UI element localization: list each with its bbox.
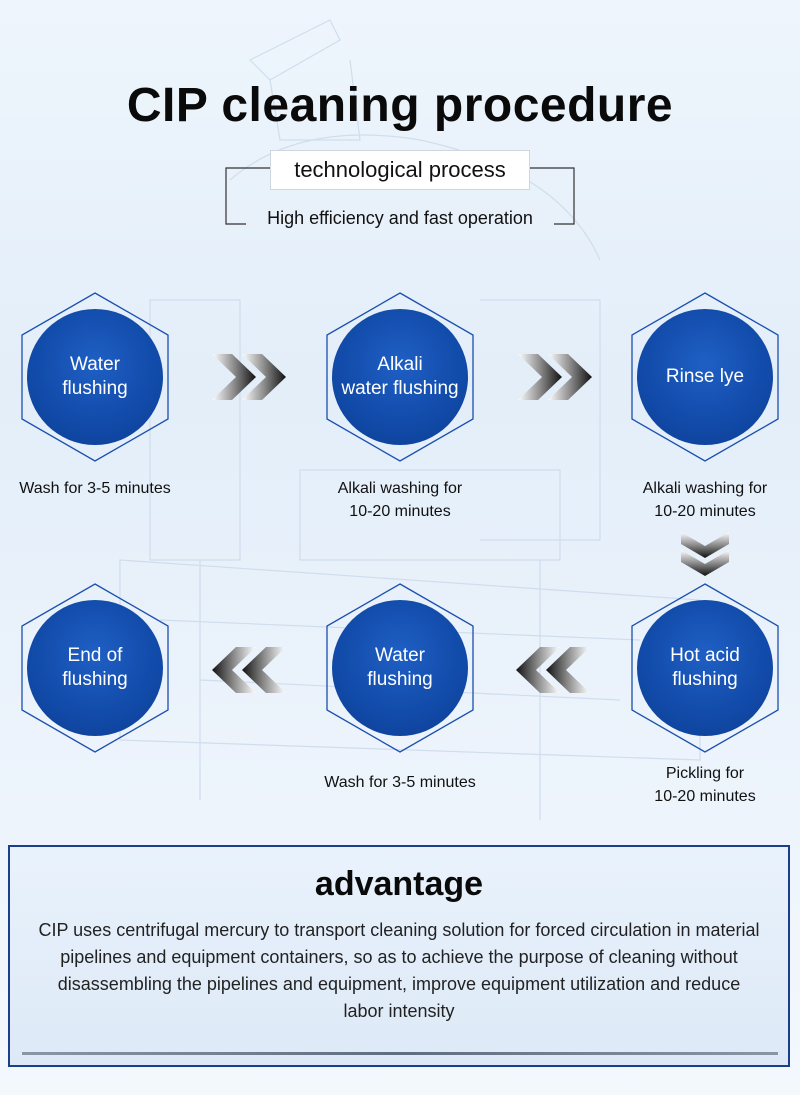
advantage-title: advantage xyxy=(314,865,484,903)
caption-line: 10-20 minutes xyxy=(654,788,756,805)
step-caption: Wash for 3-5 minutes xyxy=(300,771,500,794)
step-circle: End of flushing xyxy=(27,600,163,736)
hexagon-outline xyxy=(21,583,169,753)
subtitle-text: technological process xyxy=(294,157,506,182)
step-caption: Wash for 3-5 minutes xyxy=(0,477,190,500)
step-circle: Hot acid flushing xyxy=(637,600,773,736)
step-label-line: Hot acid xyxy=(670,645,740,666)
double-chevron-left-icon xyxy=(516,647,590,693)
page-title: CIP cleaning procedure xyxy=(126,79,674,132)
advantage-panel: advantage CIP uses centrifugal mercury t… xyxy=(8,845,790,1067)
step-end-of-flushing: End of flushing xyxy=(20,583,170,753)
step-circle: Rinse lye xyxy=(637,309,773,445)
hexagon-outline xyxy=(326,292,474,462)
step-circle: Alkali water flushing xyxy=(332,309,468,445)
subtitle-box: technological process xyxy=(270,150,530,190)
subtitle-bracket xyxy=(225,167,575,225)
step-circle: Water flushing xyxy=(27,309,163,445)
hexagon-outline xyxy=(631,292,779,462)
caption-line: 10-20 minutes xyxy=(349,503,451,520)
step-label-line: flushing xyxy=(672,669,738,690)
step-label-line: water flushing xyxy=(341,378,459,399)
step-circle: Water flushing xyxy=(332,600,468,736)
step-label-line: flushing xyxy=(367,669,433,690)
step-label-line: End of xyxy=(67,645,123,666)
advantage-text: CIP uses centrifugal mercury to transpor… xyxy=(38,920,760,1021)
step-label-line: Water xyxy=(70,354,120,375)
tagline: High efficiency and fast operation xyxy=(267,208,533,228)
hexagon-outline xyxy=(21,292,169,462)
step-caption: Alkali washing for 10-20 minutes xyxy=(612,477,798,523)
step-label-line: Alkali xyxy=(377,354,423,375)
double-chevron-right-icon xyxy=(212,354,286,400)
bottom-divider xyxy=(22,1052,778,1055)
caption-line: Wash for 3-5 minutes xyxy=(19,480,171,497)
caption-line: 10-20 minutes xyxy=(654,503,756,520)
step-rinse-lye: Rinse lye xyxy=(630,292,780,462)
step-water-flushing-2: Water flushing xyxy=(325,583,475,753)
hexagon-outline xyxy=(631,583,779,753)
step-label-line: Rinse lye xyxy=(665,366,745,387)
caption-line: Wash for 3-5 minutes xyxy=(324,774,476,791)
caption-line: Alkali washing for xyxy=(642,480,768,497)
step-water-flushing: Water flushing xyxy=(20,292,170,462)
double-chevron-right-icon xyxy=(518,354,592,400)
step-alkali-water-flushing: Alkali water flushing xyxy=(325,292,475,462)
step-label-line: flushing xyxy=(62,669,128,690)
step-hot-acid-flushing: Hot acid flushing xyxy=(630,583,780,753)
step-label-line: flushing xyxy=(62,378,128,399)
step-caption: Alkali washing for 10-20 minutes xyxy=(300,477,500,523)
caption-line: Alkali washing for xyxy=(337,480,463,497)
double-chevron-left-icon xyxy=(212,647,286,693)
step-label-line: Water xyxy=(375,645,425,666)
caption-line: Pickling for xyxy=(665,765,745,782)
hexagon-outline xyxy=(326,583,474,753)
double-chevron-down-icon xyxy=(681,532,729,576)
step-caption: Pickling for 10-20 minutes xyxy=(622,762,788,808)
